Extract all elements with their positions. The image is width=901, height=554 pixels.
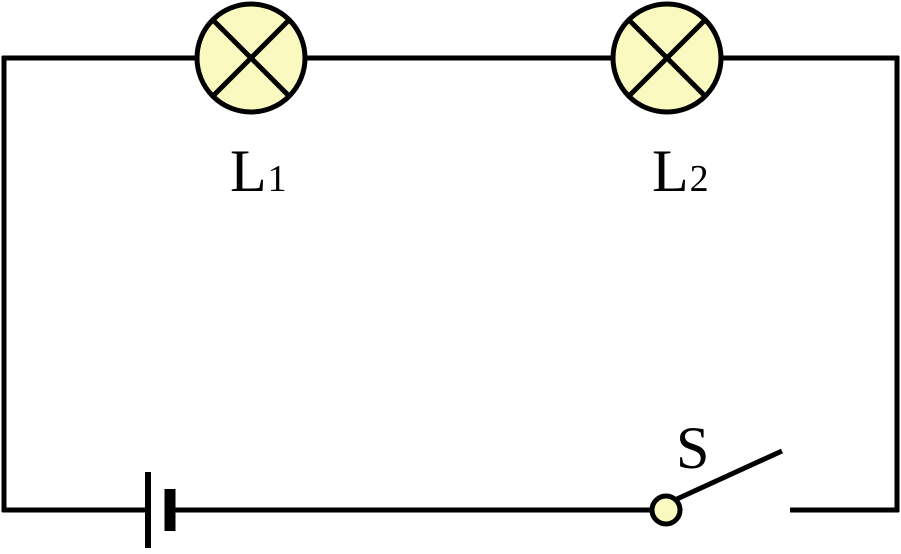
lamp-l1-label-subscript: 1	[268, 158, 287, 200]
lamp-l2-label-letter: L	[652, 138, 689, 204]
lamp-l1-label-letter: L	[230, 138, 267, 204]
lamp-l2-label-subscript: 2	[690, 158, 709, 200]
lamp-l1-cross-b	[211, 18, 291, 98]
switch-pivot	[649, 493, 683, 527]
lamp-l2	[610, 1, 724, 115]
lamp-l1-label: L1	[230, 138, 287, 204]
switch-lever	[664, 448, 784, 507]
lamp-l2-cross-b	[627, 18, 707, 98]
switch-s	[649, 448, 784, 527]
lamp-l1	[194, 1, 308, 115]
battery	[145, 472, 176, 548]
lamp-l2-label: L2	[652, 138, 709, 204]
switch-label: S	[676, 415, 709, 481]
